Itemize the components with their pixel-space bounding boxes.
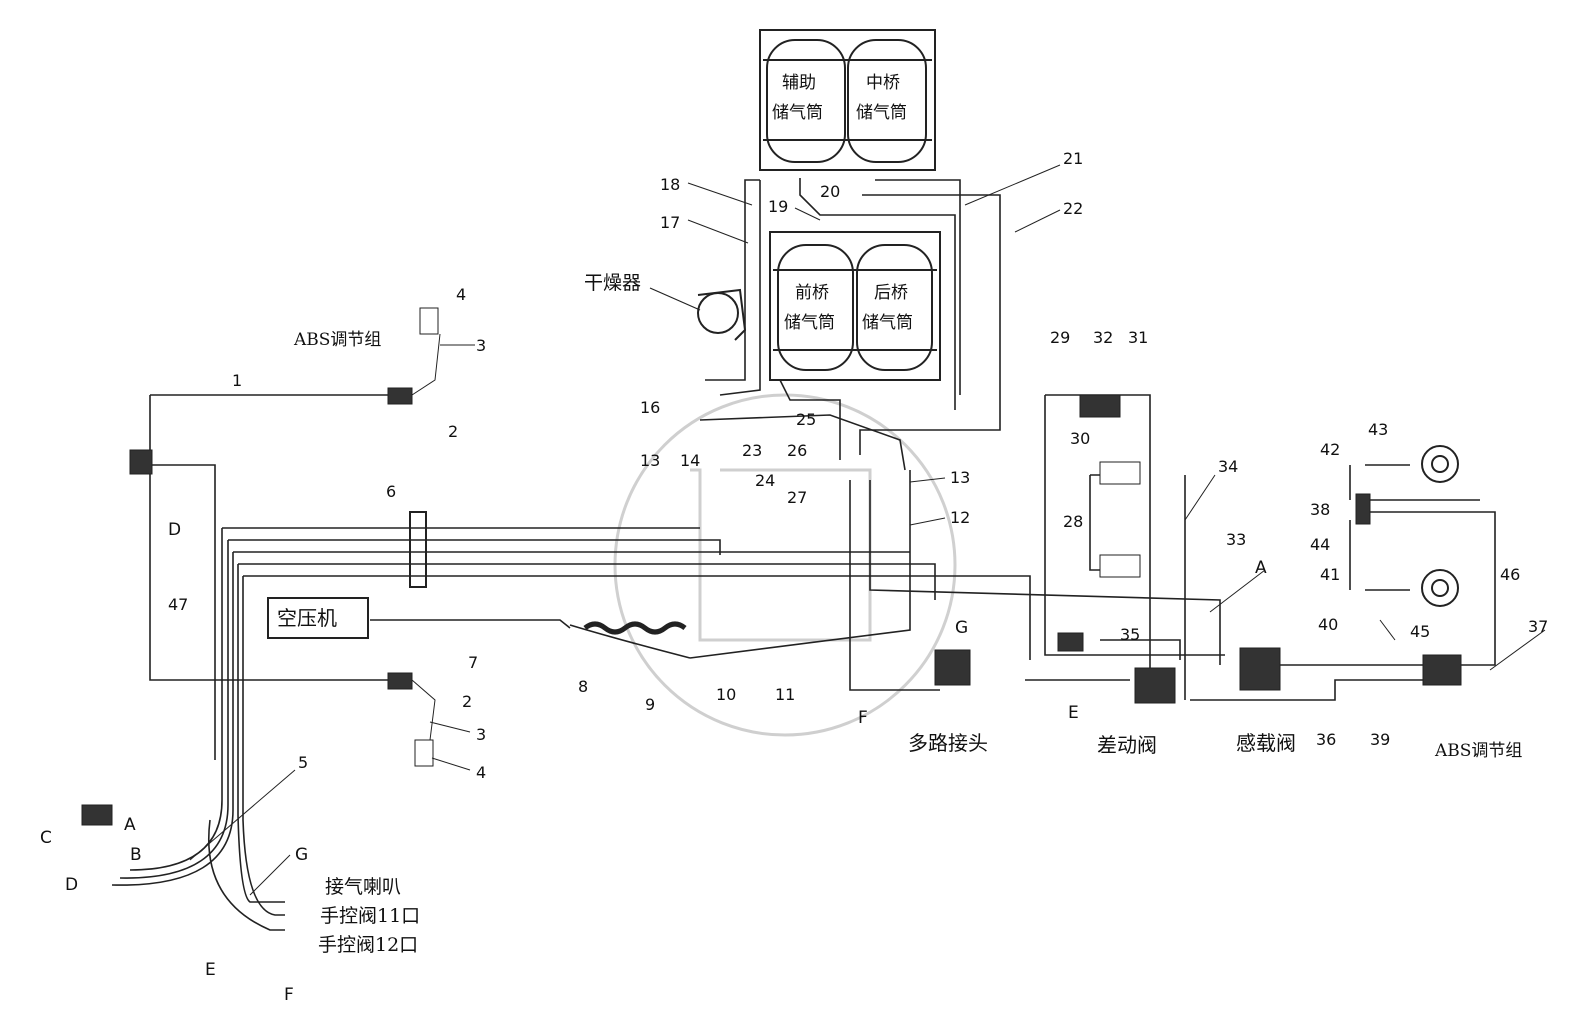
right-brake-chambers: [1421, 445, 1459, 607]
callout-2-bottom: 2: [462, 692, 472, 711]
callout-29: 29: [1050, 328, 1070, 347]
letter-e-bottom: E: [205, 960, 216, 980]
front-tank-label: 前桥 储气筒: [784, 283, 835, 333]
air-compressor: 空压机: [267, 597, 369, 639]
callout-24: 24: [755, 471, 775, 490]
callout-16: 16: [640, 398, 660, 417]
callout-30: 30: [1070, 429, 1090, 448]
callout-41: 41: [1320, 565, 1340, 584]
letter-d-left: D: [65, 875, 78, 895]
lower-tank-frame: [769, 231, 941, 381]
hand-valve-11-label: 手控阀11口: [320, 905, 420, 927]
upper-tank-frame: [759, 29, 936, 171]
callout-5: 5: [298, 753, 308, 772]
callout-31: 31: [1128, 328, 1148, 347]
callout-32: 32: [1093, 328, 1113, 347]
mid-tank-label-2: 储气筒: [856, 103, 907, 123]
callout-34: 34: [1218, 457, 1238, 476]
callout-2-top: 2: [448, 422, 458, 441]
aux-tank-label-1: 辅助: [782, 73, 816, 93]
callout-letters: A A B C D D E E F F G G: [40, 520, 1267, 1005]
callout-44: 44: [1310, 535, 1330, 554]
callout-21: 21: [1063, 149, 1083, 168]
aux-tank-label: 辅助 储气筒: [772, 73, 823, 123]
front-tank-label-1: 前桥: [795, 283, 829, 303]
callout-40: 40: [1318, 615, 1338, 634]
mid-tank-label-1: 中桥: [866, 73, 900, 93]
letter-f-bottom: F: [284, 985, 294, 1005]
callout-46: 46: [1500, 565, 1520, 584]
load-valve-label: 感载阀: [1236, 731, 1296, 755]
letter-f-mid: F: [858, 708, 868, 728]
letter-g-mid: G: [955, 618, 968, 638]
callout-36: 36: [1316, 730, 1336, 749]
aux-tank-label-2: 储气筒: [772, 103, 823, 123]
callout-38: 38: [1310, 500, 1330, 519]
watermark-logo: [613, 393, 957, 737]
left-valves: [81, 307, 441, 826]
callout-26: 26: [787, 441, 807, 460]
callout-14: 14: [680, 451, 700, 470]
rear-tank-label-1: 后桥: [874, 283, 908, 303]
callout-28: 28: [1063, 512, 1083, 531]
callout-37: 37: [1528, 617, 1548, 636]
callout-25: 25: [796, 410, 816, 429]
callout-35: 35: [1120, 625, 1140, 644]
callout-22: 22: [1063, 199, 1083, 218]
callout-3-top: 3: [476, 336, 486, 355]
air-dryer: [697, 288, 747, 341]
callout-20: 20: [820, 182, 840, 201]
letter-d-top: D: [168, 520, 181, 540]
callout-18: 18: [660, 175, 680, 194]
callout-17: 17: [660, 213, 680, 232]
callout-3-bottom: 3: [476, 725, 486, 744]
callout-19: 19: [768, 197, 788, 216]
callout-12: 12: [950, 508, 970, 527]
diff-valve-label: 差动阀: [1097, 733, 1157, 757]
callout-13-right: 13: [950, 468, 970, 487]
letter-g-bottom: G: [295, 845, 308, 865]
callout-27: 27: [787, 488, 807, 507]
callout-4-top: 4: [456, 285, 466, 304]
flexible-hose: [583, 621, 687, 635]
rear-tank-label: 后桥 储气筒: [862, 283, 913, 333]
rear-tank-label-2: 储气筒: [862, 313, 913, 333]
callout-13-left: 13: [640, 451, 660, 470]
callout-11: 11: [775, 685, 795, 704]
abs-right-label: ABS调节组: [1434, 741, 1522, 761]
horn-label: 接气喇叭: [325, 876, 401, 898]
callout-numbers: 1 2 2 3 3 4 4 5 6 7 8 9 10 11 12 13 13 1…: [168, 149, 1548, 782]
callout-9: 9: [645, 695, 655, 714]
callout-1: 1: [232, 371, 242, 390]
callout-4-bottom: 4: [476, 763, 486, 782]
pipe-clamp: [409, 511, 427, 588]
letter-a-right: A: [1255, 558, 1267, 578]
callout-45: 45: [1410, 622, 1430, 641]
callout-8: 8: [578, 677, 588, 696]
callout-6: 6: [386, 482, 396, 501]
letter-a-left: A: [124, 815, 136, 835]
center-right-valves: [934, 394, 1462, 704]
letter-e-right: E: [1068, 703, 1079, 723]
hand-valve-12-label: 手控阀12口: [318, 934, 418, 956]
letter-c: C: [40, 828, 52, 848]
callout-47: 47: [168, 595, 188, 614]
abs-left-label: ABS调节组: [293, 330, 381, 350]
callout-33: 33: [1226, 530, 1246, 549]
callout-7: 7: [468, 653, 478, 672]
callout-39: 39: [1370, 730, 1390, 749]
front-tank-label-2: 储气筒: [784, 313, 835, 333]
mid-tank-label: 中桥 储气筒: [856, 73, 907, 123]
manifold-label: 多路接头: [908, 731, 988, 755]
callout-23: 23: [742, 441, 762, 460]
callout-43: 43: [1368, 420, 1388, 439]
callout-10: 10: [716, 685, 736, 704]
leader-lines: [189, 164, 1546, 896]
letter-b: B: [130, 845, 142, 865]
callout-42: 42: [1320, 440, 1340, 459]
dryer-label: 干燥器: [584, 272, 641, 294]
compressor-label: 空压机: [277, 606, 337, 630]
